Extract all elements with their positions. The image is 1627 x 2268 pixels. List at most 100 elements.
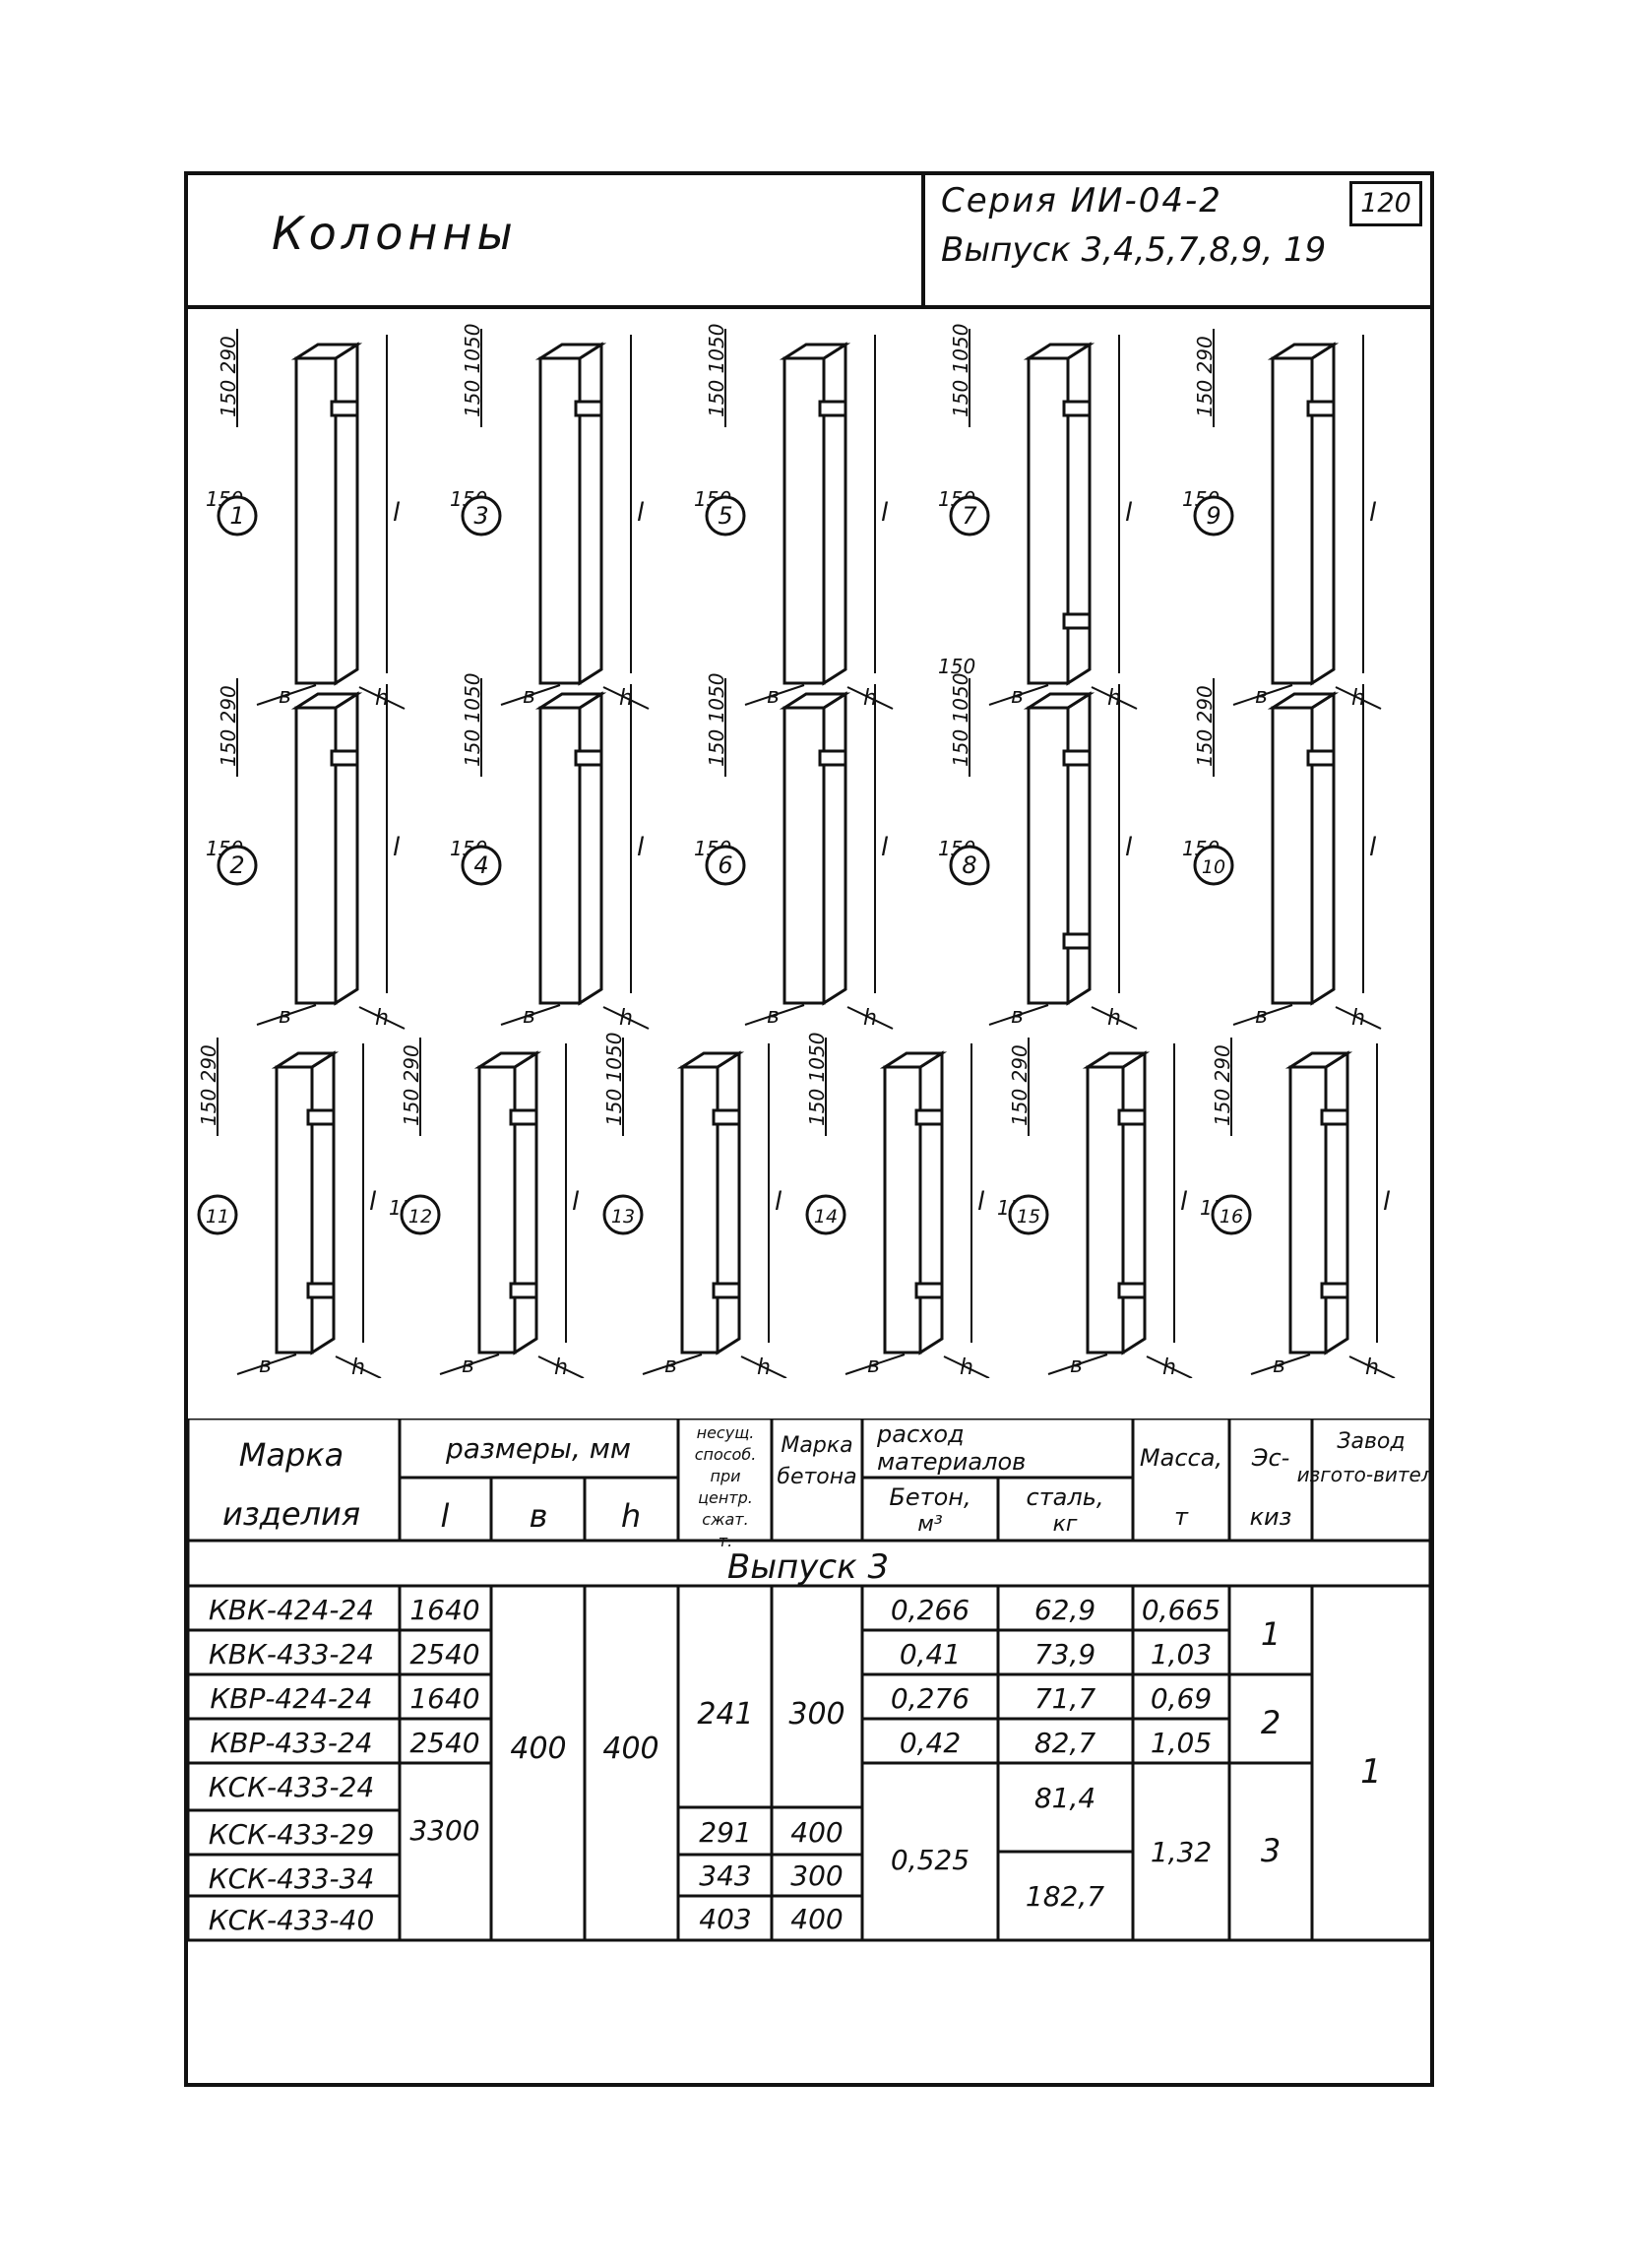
width-label: в xyxy=(1273,1354,1285,1378)
sketch-number: 4 xyxy=(473,851,488,879)
width-dimension-line xyxy=(256,684,317,706)
header-capacity-1: способ. xyxy=(695,1445,757,1464)
height-dimension-line xyxy=(943,1355,990,1378)
width-dimension-line xyxy=(744,684,805,706)
height-label: h xyxy=(554,1355,568,1378)
width-label: в xyxy=(1255,684,1268,709)
length-label: l xyxy=(1369,498,1377,528)
header-capacity-2: при xyxy=(710,1467,740,1485)
height-dimension-line xyxy=(1348,1355,1396,1378)
row-mark-6: КСК-433-34 xyxy=(209,1862,375,1895)
column-side-face xyxy=(716,1050,741,1355)
merged-grade-b-0: 400 xyxy=(790,1816,843,1849)
width-label: в xyxy=(259,1354,272,1378)
length-label: l xyxy=(977,1187,985,1217)
lower-console-block xyxy=(712,1282,741,1299)
console-block xyxy=(1320,1108,1349,1126)
column-top-face xyxy=(676,1051,745,1069)
sketch-number: 13 xyxy=(611,1206,635,1228)
console-block xyxy=(330,749,359,767)
width-label: в xyxy=(767,684,780,709)
width-dimension-line xyxy=(1232,684,1293,706)
sketch-number-circle xyxy=(197,1194,238,1235)
console-block xyxy=(574,749,603,767)
column-top-face xyxy=(1082,1051,1151,1069)
width-label: в xyxy=(1011,684,1024,709)
height-label: h xyxy=(619,686,633,711)
header-mass-1: Масса, xyxy=(1140,1444,1222,1472)
header-steel-2: кг xyxy=(1053,1512,1078,1537)
merged-sketch-a: 1 xyxy=(1261,1615,1281,1653)
merged-mass-ksk: 1,32 xyxy=(1151,1836,1212,1868)
row-mark-3: КВР-433-24 xyxy=(210,1727,372,1759)
sketch-number: 12 xyxy=(408,1206,432,1228)
sketch-number: 3 xyxy=(473,502,488,530)
height-label: h xyxy=(1351,1006,1365,1031)
column-top-face xyxy=(1284,1051,1353,1069)
row-mass-3: 1,05 xyxy=(1151,1727,1212,1759)
row-mark-5: КСК-433-29 xyxy=(209,1818,375,1851)
width-label: в xyxy=(523,1004,535,1029)
sketch-number-circle xyxy=(705,845,746,886)
sketch-number-circle xyxy=(1193,495,1234,536)
row-mass-2: 0,69 xyxy=(1151,1682,1212,1715)
console-block xyxy=(1306,749,1336,767)
height-label: h xyxy=(619,1006,633,1031)
console-block xyxy=(818,400,847,417)
merged-b: 400 xyxy=(510,1732,566,1766)
width-dimension-line xyxy=(500,684,561,706)
row-l-2: 1640 xyxy=(409,1682,479,1715)
column-top-face xyxy=(879,1051,948,1069)
sketch-number-circle xyxy=(461,845,502,886)
row-l-3: 2540 xyxy=(409,1727,479,1759)
row-concrete-0: 0,266 xyxy=(891,1594,970,1626)
sketch-number-circle xyxy=(1211,1194,1252,1235)
column-side-face xyxy=(334,691,359,1006)
height-dimension-line xyxy=(537,1355,585,1378)
width-dimension-line xyxy=(256,1004,317,1026)
length-label: l xyxy=(1383,1187,1391,1217)
merged-concrete-ksk: 0,525 xyxy=(891,1844,970,1876)
console-block xyxy=(509,1108,538,1126)
column-front-face xyxy=(1027,706,1070,1005)
console-block xyxy=(712,1108,741,1126)
length-label: l xyxy=(369,1187,377,1217)
height-label: h xyxy=(1107,686,1121,711)
column-side-face xyxy=(310,1050,336,1355)
merged-sketch-b: 2 xyxy=(1261,1704,1281,1741)
column-front-face xyxy=(538,706,582,1005)
column-side-face xyxy=(578,342,603,686)
height-dimension-line xyxy=(1091,686,1138,710)
height-label: h xyxy=(375,1006,389,1031)
height-label: h xyxy=(1351,686,1365,711)
console-block xyxy=(818,749,847,767)
header-capacity-4: сжат. xyxy=(702,1510,748,1529)
length-label: l xyxy=(572,1187,580,1217)
bottom-dimension-text: 150 xyxy=(938,655,975,678)
sketch-number-circle xyxy=(400,1194,441,1235)
length-label: l xyxy=(1180,1187,1188,1217)
width-dimension-line xyxy=(988,1004,1049,1026)
row-mark-0: КВК-424-24 xyxy=(209,1594,374,1626)
header-capacity-0: несущ. xyxy=(697,1423,755,1442)
header-mass-2: т xyxy=(1174,1503,1189,1531)
column-top-face xyxy=(473,1051,542,1069)
merged-capacity-a: 241 xyxy=(697,1697,753,1732)
height-dimension-line xyxy=(846,686,894,710)
lower-console-block xyxy=(509,1282,538,1299)
height-label: h xyxy=(863,1006,877,1031)
height-dimension-line xyxy=(846,1006,894,1030)
row-mass-1: 1,03 xyxy=(1151,1638,1212,1670)
row-concrete-1: 0,41 xyxy=(900,1638,961,1670)
column-front-face xyxy=(782,706,826,1005)
sketch-number-circle xyxy=(805,1194,846,1235)
column-side-face xyxy=(822,691,847,1006)
